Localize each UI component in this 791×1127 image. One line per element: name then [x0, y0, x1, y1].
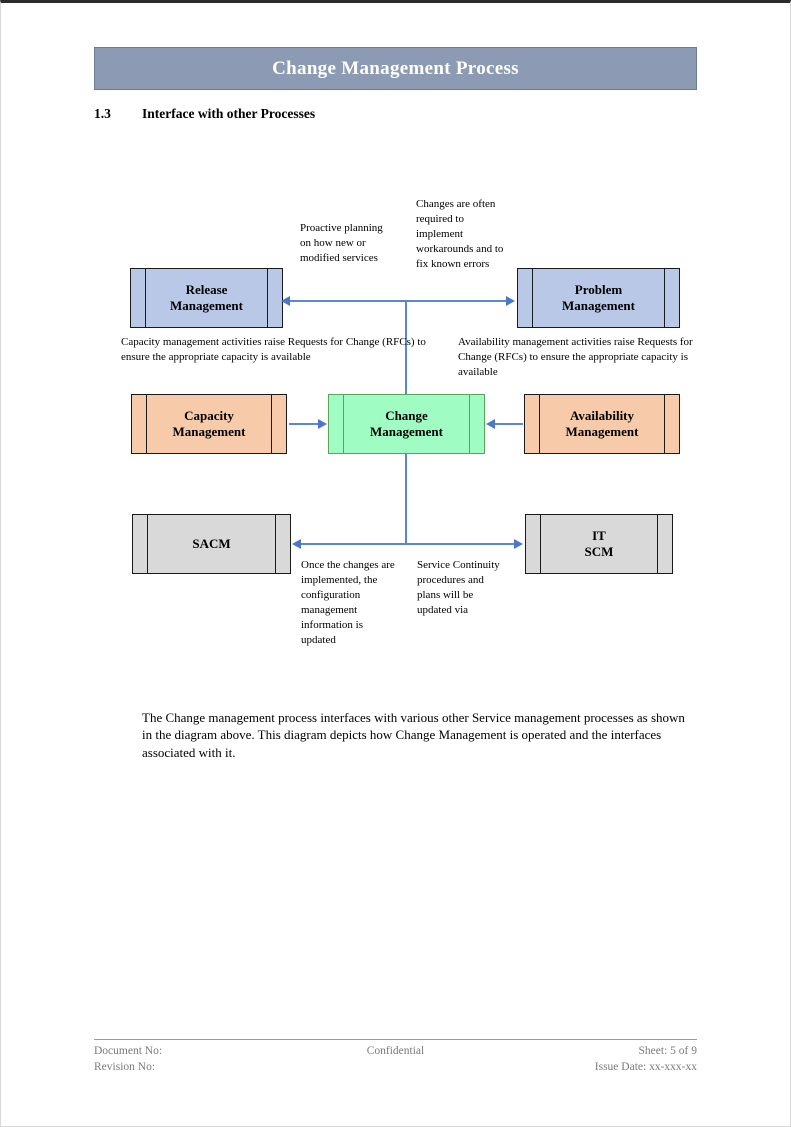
connector-change-to-bottom-bus [405, 454, 407, 544]
footer-document-no: Document No: [94, 1045, 163, 1057]
predefined-process-bar-left [147, 515, 148, 573]
footer-sheet-number: Sheet: 5 of 9 [638, 1045, 697, 1057]
arrow-head-to-problem [506, 296, 515, 306]
footer-issue-date: Issue Date: xx-xxx-xx [594, 1060, 697, 1073]
predefined-process-bar-right [664, 269, 665, 327]
section-heading: 1.3 Interface with other Processes [94, 106, 697, 122]
note-sacm-configuration: Once the changes are implemented, the co… [301, 559, 395, 646]
predefined-process-bar-right [267, 269, 268, 327]
arrow-head-to-change-left [318, 419, 327, 429]
page-footer: Document No: Confidential Sheet: 5 of 9 … [94, 1039, 697, 1075]
connector-availability-to-change [495, 423, 523, 425]
arrow-head-to-sacm [292, 539, 301, 549]
predefined-process-bar-right [271, 395, 272, 453]
body-paragraph: The Change management process interfaces… [142, 710, 685, 760]
arrow-head-to-change-right [486, 419, 495, 429]
predefined-process-bar-left [532, 269, 533, 327]
arrow-head-to-release [281, 296, 290, 306]
footer-row-bottom: Revision No: Issue Date: xx-xxx-xx [94, 1060, 697, 1076]
page-content: Change Management Process 1.3 Interface w… [1, 3, 791, 1123]
predefined-process-bar-left [146, 395, 147, 453]
footer-row-top: Document No: Confidential Sheet: 5 of 9 [94, 1044, 697, 1060]
section-number: 1.3 [94, 106, 111, 121]
predefined-process-bar-left [540, 515, 541, 573]
connector-capacity-to-change [289, 423, 319, 425]
predefined-process-bar-right [657, 515, 658, 573]
note-capacity-management: Capacity management activities raise Req… [121, 336, 426, 363]
predefined-process-bar-right [469, 395, 470, 453]
footer-revision-no: Revision No: [94, 1060, 156, 1073]
process-interface-diagram: Proactive planning on how new or modifie… [1, 3, 791, 703]
connector-change-to-top-bus [405, 300, 407, 394]
connector-release-problem [290, 300, 506, 302]
note-proactive-planning: Proactive planning on how new or modifie… [300, 222, 383, 264]
note-availability-management: Availability management activities raise… [458, 336, 693, 378]
predefined-process-bar-left [343, 395, 344, 453]
process-box-label-sacm: SACM [192, 535, 231, 551]
process-box-sacm[interactable]: SACM [132, 514, 291, 574]
connector-sacm-itscm [301, 543, 515, 545]
footer-confidential: Confidential [366, 1045, 425, 1057]
document-title: Change Management Process [272, 57, 519, 79]
predefined-process-bar-left [145, 269, 146, 327]
note-itscm-continuity: Service Continuity procedures and plans … [417, 559, 500, 616]
document-header-banner: Change Management Process [94, 47, 697, 90]
predefined-process-bar-right [664, 395, 665, 453]
note-changes-required: Changes are often required to implement … [416, 198, 504, 270]
section-title: Interface with other Processes [142, 106, 316, 121]
predefined-process-bar-right [275, 515, 276, 573]
arrow-head-to-itscm [514, 539, 523, 549]
predefined-process-bar-left [539, 395, 540, 453]
